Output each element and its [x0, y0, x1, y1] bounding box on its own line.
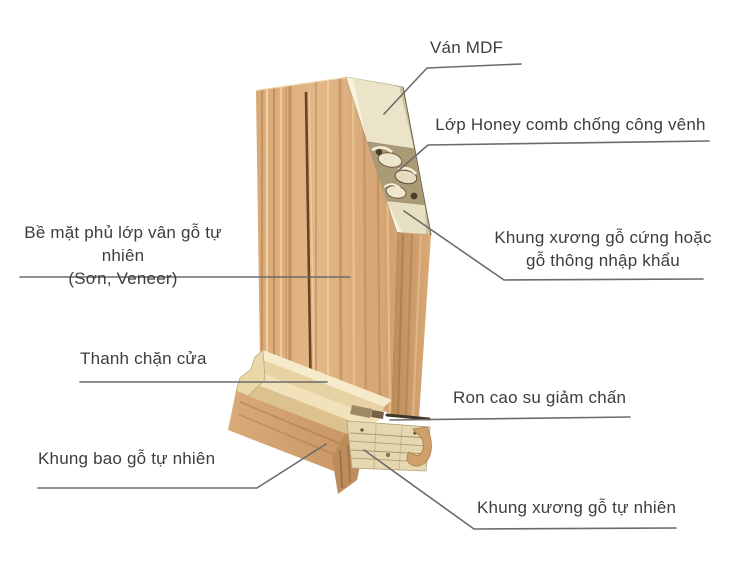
label-natural-frame-text: Khung xương gỗ tự nhiên: [477, 498, 677, 517]
label-hard-frame-line2: gỗ thông nhập khẩu: [526, 251, 680, 270]
label-surface: Bề mặt phủ lớp vân gỗ tự nhiên (Sơn, Ven…: [15, 221, 231, 290]
leader-honeycomb: [397, 140, 710, 172]
label-surface-line1: Bề mặt phủ lớp vân gỗ tự nhiên: [24, 223, 222, 265]
label-hard-frame-line1: Khung xương gỗ cứng hoặc: [494, 228, 712, 247]
door-stop-bar: [235, 349, 392, 441]
label-door-frame: Khung bao gỗ tự nhiên: [38, 448, 215, 470]
label-van-mdf: Ván MDF: [430, 37, 503, 59]
leader-rubber-seal: [389, 416, 631, 421]
label-honeycomb-text: Lớp Honey comb chống công vênh: [435, 115, 706, 134]
honeycomb-core: [367, 142, 425, 205]
leader-van-mdf: [383, 63, 522, 115]
label-surface-line2: (Sơn, Veneer): [68, 269, 178, 288]
label-rubber-seal: Ron cao su giảm chấn: [453, 387, 626, 409]
architrave-curl: [406, 426, 432, 467]
label-hard-frame: Khung xương gỗ cứng hoặc gỗ thông nhập k…: [448, 226, 735, 272]
leader-natural-frame: [363, 449, 677, 530]
label-door-stop-text: Thanh chặn cửa: [80, 349, 207, 368]
label-door-frame-text: Khung bao gỗ tự nhiên: [38, 449, 216, 468]
label-rubber-seal-text: Ron cao su giảm chấn: [453, 388, 627, 407]
label-van-mdf-text: Ván MDF: [430, 38, 504, 57]
label-honeycomb: Lớp Honey comb chống công vênh: [428, 114, 713, 136]
label-door-stop: Thanh chặn cửa: [80, 348, 207, 370]
rubber-seal-line: [385, 413, 431, 421]
leader-door-frame: [37, 443, 327, 489]
leader-hard-frame: [403, 210, 704, 281]
door-side-face: [391, 232, 431, 418]
hardwood-frame-cut: [387, 201, 426, 234]
label-natural-frame: Khung xương gỗ tự nhiên: [477, 497, 676, 519]
